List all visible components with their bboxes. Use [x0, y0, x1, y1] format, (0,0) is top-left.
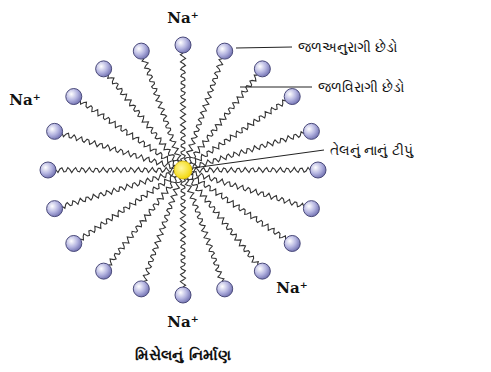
hydrophilic-head: [254, 263, 270, 279]
hydrophilic-head: [96, 263, 112, 279]
hydrophilic-head: [133, 281, 149, 297]
leader-line: [236, 47, 292, 48]
hydrophobic-tail: [56, 167, 174, 172]
callout-label: જળવિરાગી છેડો: [318, 79, 405, 96]
hydrophilic-head: [47, 201, 63, 217]
hydrophilic-head: [175, 37, 191, 53]
hydrophobic-tail: [62, 170, 173, 208]
hydrophobic-tail: [108, 75, 179, 162]
hydrophobic-tail: [191, 174, 285, 240]
hydrophobic-tail: [185, 179, 224, 281]
hydrophilic-head: [217, 43, 233, 59]
hydrophilic-head: [284, 235, 300, 251]
hydrophilic-head: [47, 123, 63, 139]
oil-droplet: [174, 161, 192, 179]
hydrophilic-head: [66, 235, 82, 251]
ion-label: Na⁺: [167, 313, 198, 331]
hydrophilic-head: [303, 123, 319, 139]
hydrophobic-tail: [192, 132, 303, 170]
callout-label: તેલનું નાનું ટીપું: [330, 142, 413, 159]
hydrophobic-tail: [180, 179, 185, 287]
hydrophobic-tail: [142, 59, 181, 161]
callout-label: જળઅનુરાગી છેડો: [298, 39, 398, 56]
ion-label: Na⁺: [167, 9, 198, 27]
hydrophobic-tail: [192, 167, 310, 172]
hydrophilic-head: [40, 162, 56, 178]
hydrophilic-head: [175, 287, 191, 303]
hydrophilic-head: [96, 61, 112, 77]
ion-label: Na⁺: [9, 91, 40, 109]
leader-line: [240, 87, 312, 88]
hydrophilic-head: [284, 89, 300, 105]
hydrophobic-tail: [80, 101, 174, 167]
caption: મિસેલનું નિર્માણ: [135, 346, 230, 364]
hydrophobic-tail: [188, 178, 259, 265]
leader-line: [193, 150, 324, 168]
hydrophilic-head: [66, 89, 82, 105]
hydrophilic-head: [133, 43, 149, 59]
hydrophilic-head: [254, 61, 270, 77]
hydrophilic-head: [217, 281, 233, 297]
hydrophobic-tail: [180, 53, 185, 161]
hydrophilic-head: [310, 162, 326, 178]
hydrophilic-head: [303, 201, 319, 217]
ion-label: Na⁺: [276, 279, 307, 297]
